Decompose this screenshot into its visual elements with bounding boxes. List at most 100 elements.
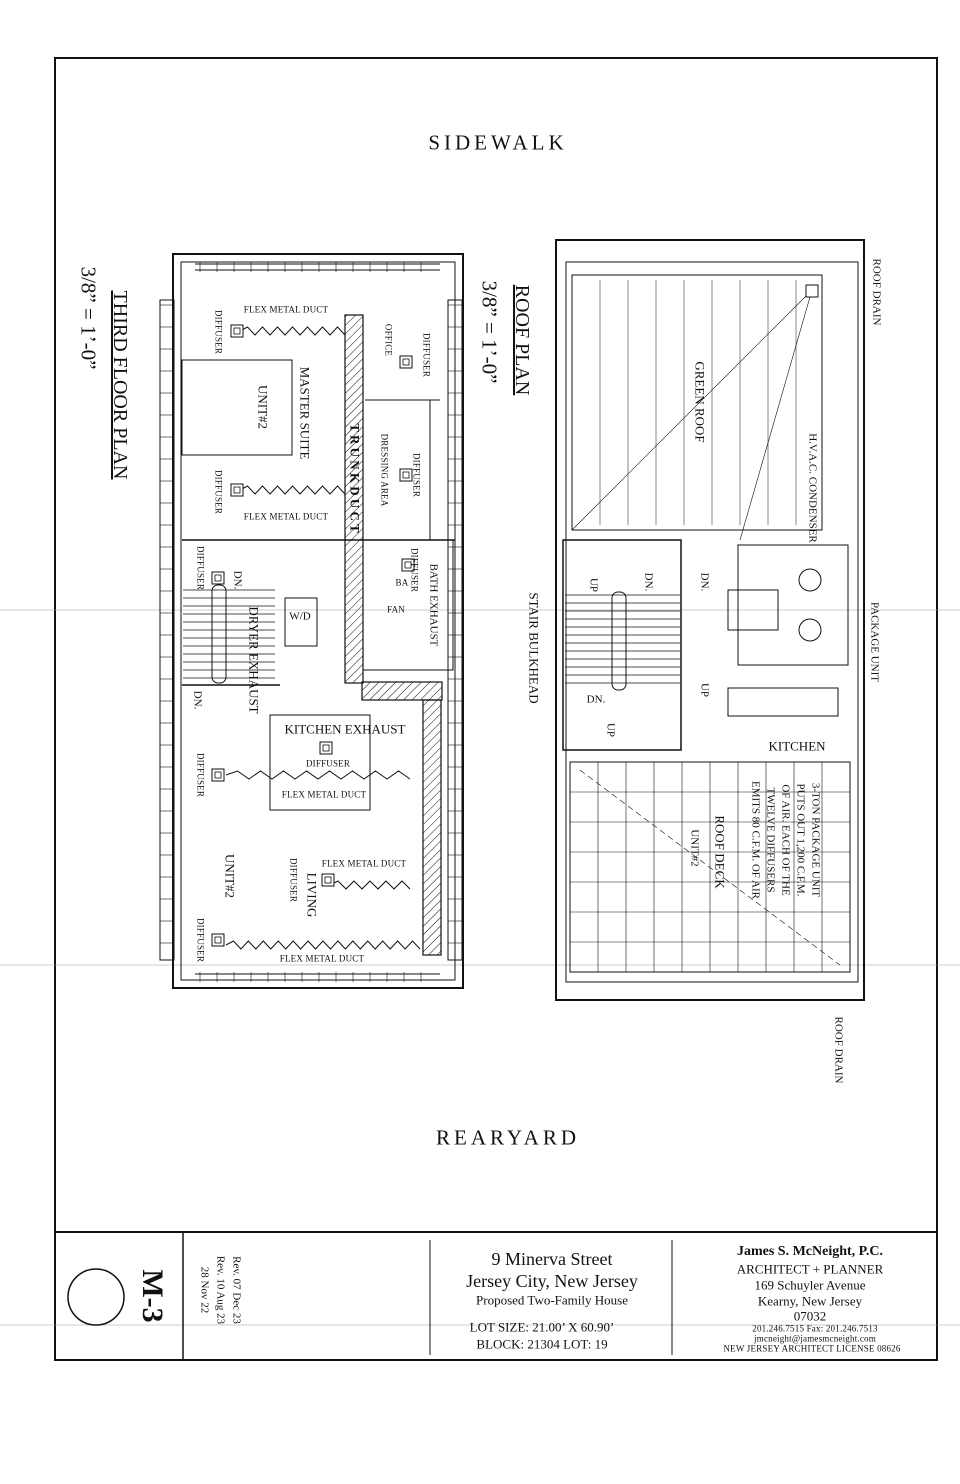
project-lot-size: LOT SIZE: 21.00’ X 60.90’ — [469, 1319, 615, 1335]
third-floor-stair-treads — [183, 589, 275, 679]
project-description: Proposed Two-Family House — [476, 1292, 628, 1308]
third-floor-title: THIRD FLOOR PLAN — [109, 290, 131, 480]
up-label: UP — [604, 722, 617, 738]
flex-duct — [239, 485, 346, 495]
stair-bulkhead-label: STAIR BULKHEAD — [526, 592, 542, 704]
diffuser-label: DIFFUSER — [288, 857, 299, 903]
title-block-frame — [55, 1231, 937, 1360]
office-label: OFFICE — [383, 323, 394, 357]
roof-drain-label: ROOF DRAIN — [870, 258, 883, 326]
revision-3: 28 Nov 22 — [198, 1266, 211, 1314]
up-label: UP — [698, 682, 711, 698]
revision-2: Rev. 10 Aug 23 — [214, 1255, 227, 1325]
hvac-condenser-label: H.V.A.C. CONDENSER — [806, 433, 819, 543]
diffuser-label: DIFFUSER — [409, 547, 420, 593]
roof-plan-scale: 3/8” = 1’-0” — [477, 280, 502, 384]
diffuser-core — [324, 876, 332, 884]
revision-1: Rev. 07 Dec 23 — [230, 1256, 243, 1324]
diffuser-label: DIFFUSER — [195, 917, 206, 963]
green-roof-label: GREEN ROOF — [692, 361, 708, 443]
dn-label: DN. — [586, 693, 606, 706]
diffuser-box — [211, 768, 225, 782]
flex-duct-label: FLEX METAL DUCT — [321, 858, 407, 869]
diffuser-core — [322, 744, 330, 752]
architect-phone: 201.246.7515 Fax: 201.246.7513 — [752, 1323, 878, 1334]
dressing-area-label: DRESSING AREA — [379, 433, 390, 507]
bath-label: BA — [395, 577, 409, 588]
trunk-duct-label: T R U N K D U C T — [347, 423, 363, 533]
roof-plan-title: ROOF PLAN — [511, 284, 533, 396]
sidewalk-label: SIDEWALK — [428, 130, 568, 155]
up-label: UP — [587, 577, 600, 593]
stair-dn-label: DN. — [231, 570, 244, 590]
diffuser-box — [399, 355, 413, 369]
hvac-note-line-4: TWELVE DIFFUSERS — [764, 787, 777, 893]
bath-exhaust-label: BATH EXHAUST — [427, 563, 440, 647]
hvac-note-line-3: OF AIR. EACH OF THE — [779, 784, 792, 896]
diffuser-core — [402, 471, 410, 479]
north-symbol — [67, 1268, 125, 1326]
diffuser-label: DIFFUSER — [195, 752, 206, 798]
diffuser-box — [211, 933, 225, 947]
diffusers — [211, 324, 415, 947]
rearyard-label: REARYARD — [435, 1125, 581, 1150]
roof-deck-grid — [570, 762, 850, 972]
kitchen-exhaust-label: KITCHEN EXHAUST — [284, 721, 406, 737]
diffuser-label: DIFFUSER — [421, 332, 432, 378]
flex-duct-label: FLEX METAL DUCT — [243, 304, 329, 315]
flex-duct-label: FLEX METAL DUCT — [279, 953, 365, 964]
dn-label: DN. — [642, 572, 655, 592]
diffuser-label: DIFFUSER — [213, 309, 224, 355]
architect-zip: 07032 — [793, 1308, 827, 1324]
architect-address1: 169 Schuyler Avenue — [754, 1277, 866, 1293]
architect-email: jmcneight@jamesmcneight.com — [754, 1333, 876, 1344]
bulkhead-stair-treads — [565, 594, 680, 684]
flex-duct — [225, 940, 421, 950]
project-street: 9 Minerva Street — [491, 1249, 613, 1269]
deck-diagonal — [579, 769, 841, 966]
package-unit-label: PACKAGE UNIT — [868, 602, 881, 682]
unit-label: UNIT#2 — [688, 829, 701, 867]
flex-duct-label: FLEX METAL DUCT — [243, 511, 329, 522]
diffuser-box — [211, 571, 225, 585]
diffuser-core — [233, 486, 241, 494]
diffuser-core — [214, 771, 222, 779]
hvac-note-line-1: 3-TON PACKAGE UNIT — [809, 782, 822, 898]
hvac-note-line-5: EMITS 80 C.F.M. OF AIR — [749, 780, 762, 900]
dn-label: DN. — [698, 572, 711, 592]
dryer-exhaust-label: DRYER EXHAUST — [246, 606, 262, 714]
diffuser-core — [402, 358, 410, 366]
roof-drain-label: ROOF DRAIN — [832, 1016, 845, 1084]
diffuser-core — [214, 936, 222, 944]
living-label: LIVING — [304, 872, 320, 918]
fan-label: FAN — [387, 604, 405, 615]
diffuser-box — [319, 741, 333, 755]
flex-duct — [239, 326, 346, 336]
sheet-border — [54, 57, 938, 1361]
flex-ducts — [225, 326, 421, 950]
flex-duct — [329, 880, 411, 890]
architect-name: James S. McNeight, P.C. — [736, 1244, 884, 1259]
master-suite-label: MASTER SUITE — [297, 366, 313, 460]
diffuser-box — [399, 468, 413, 482]
wd-label: W/D — [289, 610, 311, 623]
green-roof-lines — [571, 280, 819, 541]
third-floor-scale: 3/8” = 1’-0” — [76, 266, 101, 370]
diffuser-label: DIFFUSER — [213, 469, 224, 515]
diffuser-box — [230, 483, 244, 497]
condensate-line — [571, 289, 813, 531]
wall-tick-strips — [160, 262, 462, 982]
diffuser-label: DIFFUSER — [411, 452, 422, 498]
diffuser-label: DIFFUSER — [195, 545, 206, 591]
diffuser-box — [230, 324, 244, 338]
diffuser-core — [214, 574, 222, 582]
kitchen-label: KITCHEN — [768, 738, 826, 754]
project-block-lot: BLOCK: 21304 LOT: 19 — [476, 1336, 608, 1352]
stair-dn-label: DN. — [191, 690, 204, 710]
diffuser-core — [404, 561, 412, 569]
architect-license: NEW JERSEY ARCHITECT LICENSE 08626 — [723, 1343, 901, 1354]
diffuser-core — [233, 327, 241, 335]
unit-label: UNIT#2 — [255, 384, 271, 430]
